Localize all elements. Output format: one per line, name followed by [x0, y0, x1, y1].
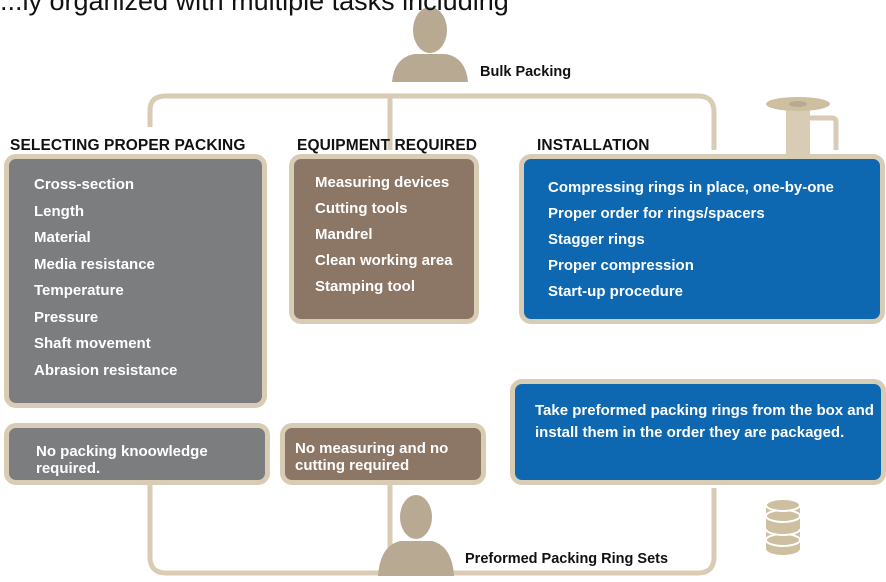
list-item: Mandrel [315, 226, 373, 243]
selecting-note-box: No packing knoowledge required. [4, 423, 270, 485]
installation-list: Compressing rings in place, one-by-one P… [548, 179, 834, 309]
installation-box: Compressing rings in place, one-by-one P… [519, 154, 885, 324]
preformed-packing-label: Preformed Packing Ring Sets [465, 551, 669, 567]
cropped-top-text: ...ly organized with multiple tasks incl… [0, 0, 509, 16]
selecting-note: No packing knoowledge required. [36, 443, 208, 477]
list-item: Stamping tool [315, 278, 415, 295]
selecting-list: Cross-section Length Material Media resi… [34, 176, 177, 388]
list-item: Measuring devices [315, 174, 450, 191]
list-item: Cutting tools [315, 200, 408, 217]
list-item: Stagger rings [548, 231, 645, 248]
list-item: Pressure [34, 308, 99, 326]
list-item: Abrasion resistance [34, 361, 178, 379]
list-item: Media resistance [34, 255, 155, 273]
list-item: Start-up procedure [548, 283, 684, 300]
selecting-box: Cross-section Length Material Media resi… [4, 154, 267, 408]
bulk-connector [147, 93, 717, 150]
list-item: Temperature [34, 282, 124, 299]
list-item: Cross-section [34, 176, 135, 193]
equipment-note: No measuring and no cutting required [295, 440, 449, 474]
installation-heading: INSTALLATION [537, 137, 650, 154]
equipment-note-box: No measuring and no cutting required [280, 423, 486, 485]
selecting-heading: SELECTING PROPER PACKING [10, 137, 246, 154]
ring-stack-icon [765, 498, 801, 557]
person-silhouette-icon [378, 495, 454, 576]
person-silhouette-icon [392, 7, 468, 82]
installation-note: Take preformed packing rings from the bo… [535, 402, 874, 441]
installation-note-box: Take preformed packing rings from the bo… [510, 379, 886, 485]
list-item: Compressing rings in place, one-by-one [548, 179, 834, 196]
packing-spool-icon [766, 97, 839, 170]
bulk-packing-label: Bulk Packing [480, 64, 572, 80]
list-item: Proper order for rings/spacers [548, 205, 765, 222]
equipment-heading: EQUIPMENT REQUIRED [297, 137, 478, 154]
list-item: Length [34, 202, 84, 220]
list-item: Clean working area [315, 252, 453, 269]
list-item: Shaft movement [34, 335, 151, 352]
equipment-list: Measuring devices Cutting tools Mandrel … [315, 174, 453, 304]
equipment-box: Measuring devices Cutting tools Mandrel … [289, 154, 479, 324]
list-item: Proper compression [548, 257, 694, 274]
list-item: Material [34, 229, 91, 246]
